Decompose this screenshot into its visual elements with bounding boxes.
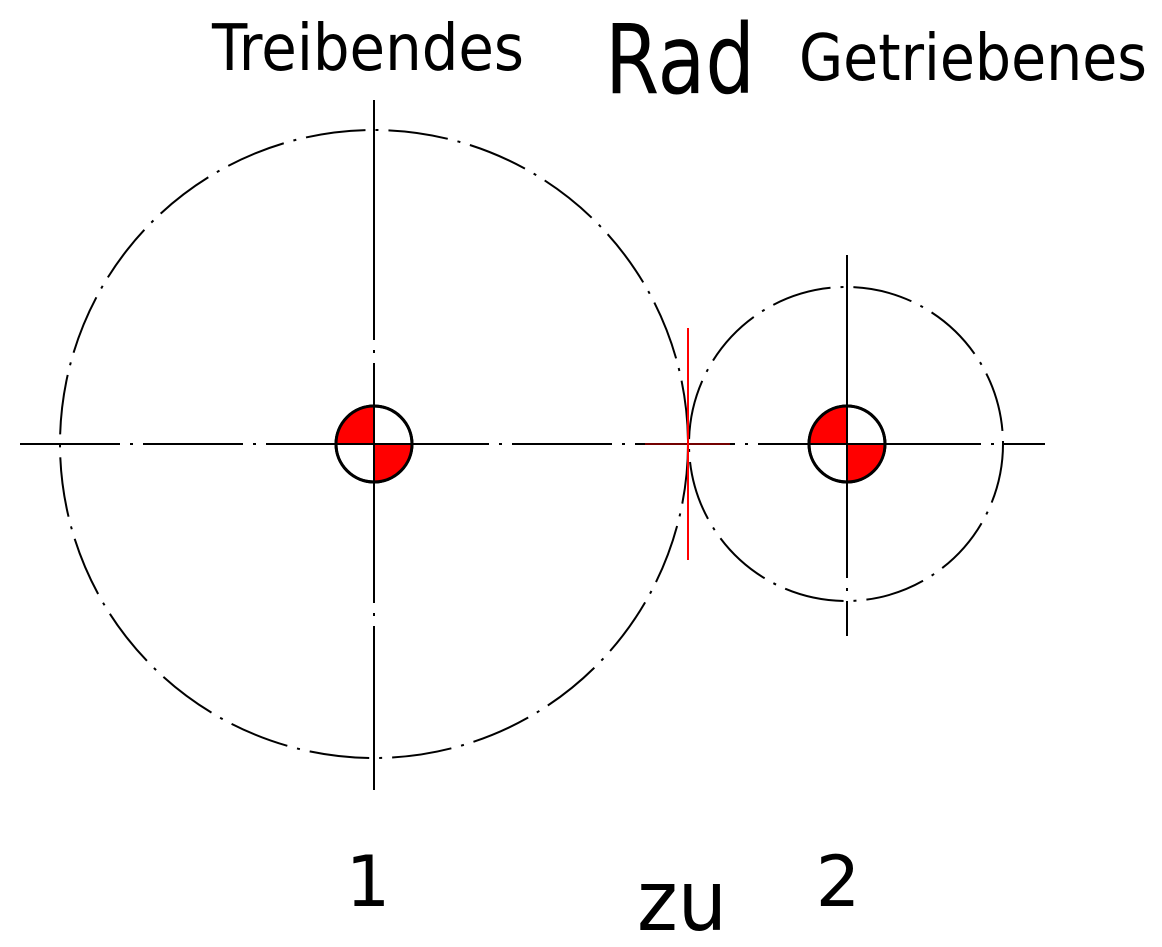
label-wheel: Rad: [605, 4, 755, 116]
center-symbol-driven-gear: [807, 404, 887, 484]
pitch-circle-driven-gear: [688, 286, 1004, 602]
label-gear-number-1: 1: [346, 841, 391, 923]
center-symbol-driving-gear: [334, 404, 414, 484]
label-connector-zu: zu: [637, 852, 727, 942]
label-driven-gear: Getriebenes: [799, 22, 1147, 96]
label-driving-gear: Treibendes: [211, 12, 524, 86]
label-gear-number-2: 2: [816, 841, 861, 923]
